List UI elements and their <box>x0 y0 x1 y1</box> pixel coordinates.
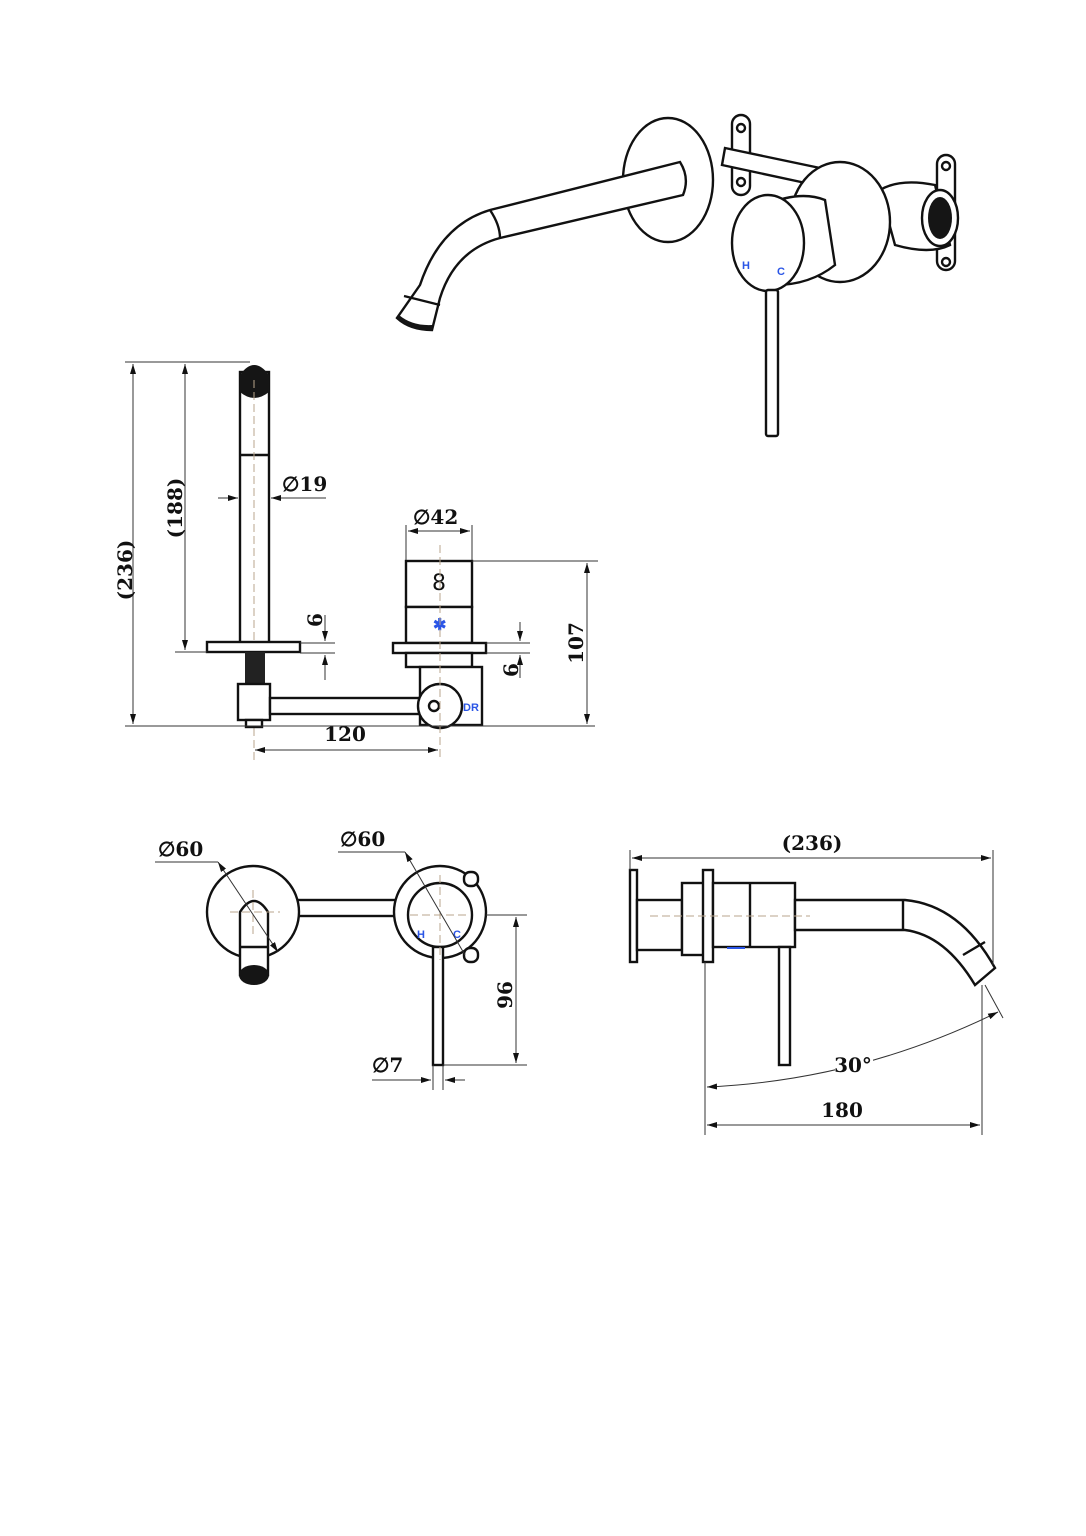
lever-handle <box>777 945 792 1067</box>
lever-length-label: 96 <box>493 981 517 1009</box>
mixer-height-label: 107 <box>564 622 588 664</box>
hot-mark: H <box>417 929 425 941</box>
lever-diameter-label: ∅7 <box>372 1053 403 1077</box>
spout-diameter-label: ∅19 <box>282 472 327 496</box>
flange-thickness-left-label: 6 <box>303 613 327 627</box>
svg-text:✱: ✱ <box>433 617 446 634</box>
lever-handle <box>431 945 445 1067</box>
connecting-pipe <box>268 696 422 716</box>
lever-handle <box>764 288 780 438</box>
lever-cap <box>730 193 806 293</box>
cold-mark: C <box>777 266 785 278</box>
spout-flange <box>205 640 302 654</box>
spout <box>793 898 997 987</box>
side-view-right: (236) 30° 180 <box>628 831 1004 1135</box>
mixer-body <box>711 881 797 949</box>
cold-mark: C <box>453 929 461 941</box>
flange-thickness-right-label: 6 <box>499 663 523 677</box>
mixer-top <box>404 559 474 609</box>
svg-text:8: 8 <box>432 571 446 596</box>
side-elevation-view: 8 ✱ DR (236) (188) ∅19 ∅42 6 6 107 <box>113 361 598 760</box>
mixer-plate-diameter-label: ∅60 <box>340 827 385 851</box>
spout <box>395 160 688 332</box>
body-mark: DR <box>463 702 479 714</box>
front-view: H C ∅60 ∅60 96 ∅7 <box>155 827 527 1090</box>
spout-thread <box>245 652 265 684</box>
mixer-diameter-label: ∅42 <box>413 505 458 529</box>
overall-height-label: (236) <box>113 540 137 601</box>
center-distance-label: 120 <box>324 722 366 746</box>
overall-length-label: (236) <box>782 831 843 855</box>
spout-angle-label: 30° <box>834 1053 872 1077</box>
hot-mark: H <box>742 260 750 272</box>
spout-height-label: (188) <box>163 478 187 539</box>
isometric-view: H C <box>395 113 960 438</box>
spout-reach-label: 180 <box>821 1098 863 1122</box>
connecting-pipe <box>294 898 400 918</box>
spout-plate-diameter-label: ∅60 <box>158 837 203 861</box>
